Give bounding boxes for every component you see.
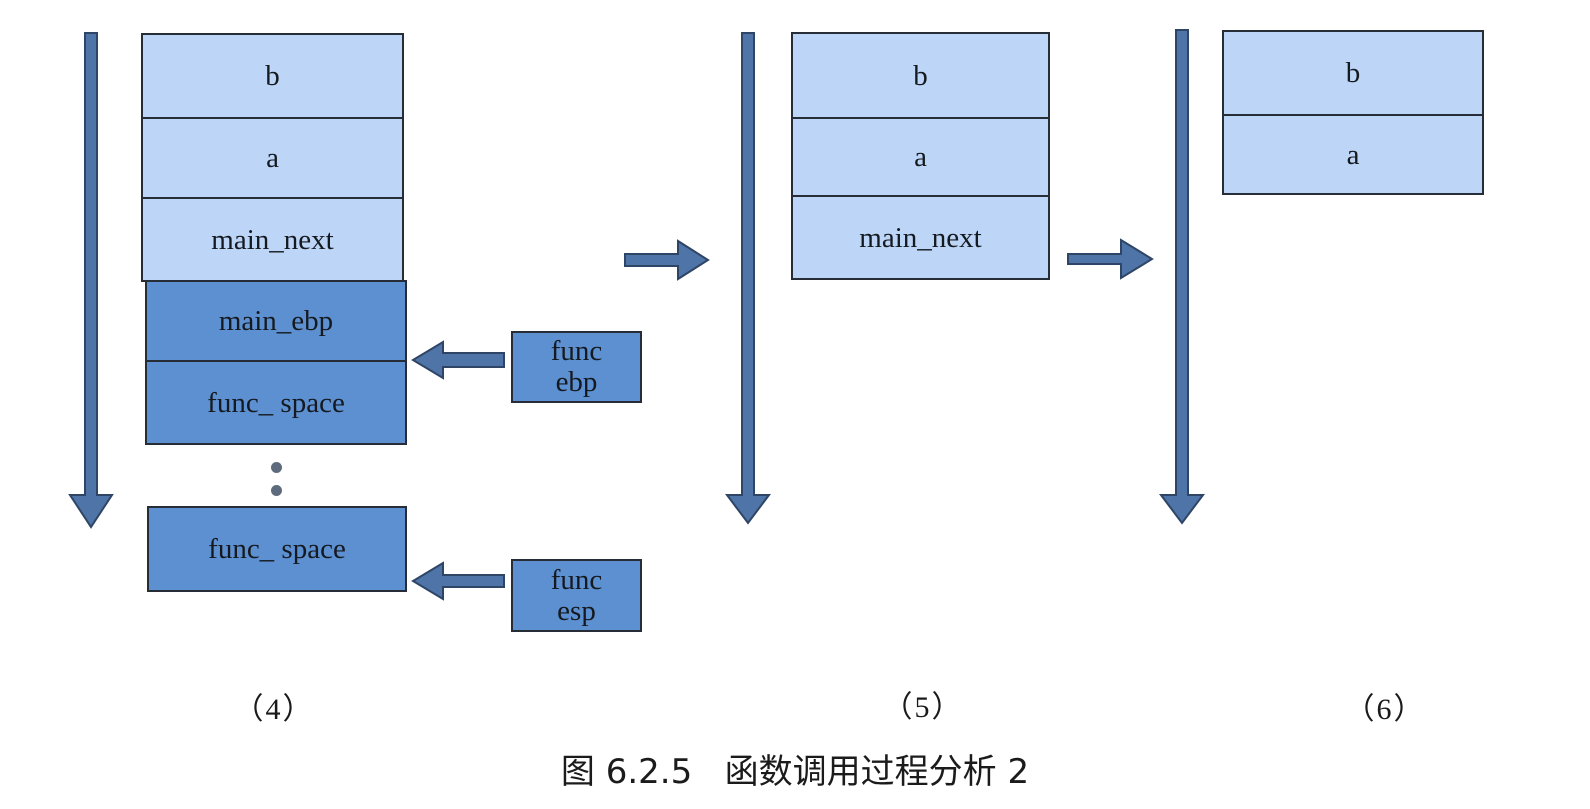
stage-label-6: （6） [1344,693,1426,726]
stack-cell-b: b [791,32,1050,119]
stack-cell-func-space-bottom: func_ space [147,506,407,592]
stage-label-4: （4） [233,693,315,726]
figure-caption: 图 6.2.5 函数调用过程分析 2 [560,752,1030,792]
stage-label-5: （5） [882,691,964,724]
pointer-label-line1: func [550,335,603,367]
stack-cell-b: b [1222,30,1484,116]
pointer-arrow-ebp [411,340,505,380]
stack-cell-a: a [141,117,404,199]
stack-direction-arrow-4 [68,32,114,529]
stack-cell-main-next: main_next [791,195,1050,280]
stack-direction-arrow-5 [725,32,771,525]
ellipsis-dot [271,485,282,496]
transition-arrow-5-to-6 [1067,238,1154,280]
pointer-label-line2: esp [557,594,596,627]
stack-cell-func-space: func_ space [145,360,407,445]
pointer-label-line1: func [550,563,603,596]
transition-arrow-4-to-5 [624,239,710,281]
stack-cell-main-next: main_next [141,197,404,282]
stack-cell-main-ebp: main_ebp [145,280,407,362]
ellipsis-dot [271,462,282,473]
func-esp-pointer: func esp [511,559,642,632]
stack-cell-a: a [1222,114,1484,195]
stack-cell-b: b [141,33,404,119]
pointer-label-line2: ebp [555,366,598,398]
stack-cell-a: a [791,117,1050,197]
func-ebp-pointer: func ebp [511,331,642,403]
pointer-arrow-esp [411,561,505,601]
stack-direction-arrow-6 [1159,29,1205,525]
